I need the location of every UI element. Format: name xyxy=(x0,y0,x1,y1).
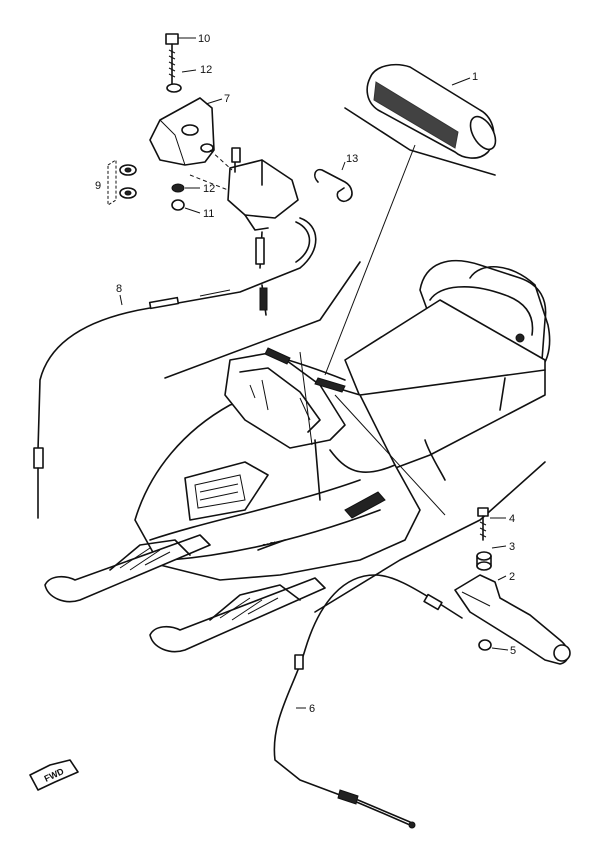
label-1: 1 xyxy=(472,71,478,83)
right-ski xyxy=(149,577,326,653)
lever-collar xyxy=(476,561,492,571)
lever-nut xyxy=(478,639,492,651)
hood xyxy=(134,379,421,581)
part-labels: 10 12 7 9 12 11 13 1 8 4 3 2 5 6 xyxy=(95,33,516,715)
callout-guides xyxy=(164,107,546,613)
lock-washer-top xyxy=(166,83,182,93)
bracket-bolt xyxy=(165,33,179,45)
label-7: 7 xyxy=(224,93,230,105)
label-9: 9 xyxy=(95,180,101,192)
label-3: 3 xyxy=(509,541,515,553)
label-11: 11 xyxy=(203,208,214,220)
clip xyxy=(313,168,353,203)
brake-cable xyxy=(273,574,463,829)
brake-lever-assembly xyxy=(454,507,571,665)
throttle-assembly xyxy=(107,33,353,231)
snowmobile-body: ~~ xyxy=(134,259,551,581)
fwd-arrow: FWD xyxy=(29,759,79,791)
throttle-housing xyxy=(227,159,299,219)
label-13: 13 xyxy=(346,153,358,165)
label-5: 5 xyxy=(510,645,516,657)
lock-washer-side xyxy=(171,183,185,193)
skis xyxy=(44,534,326,653)
grip xyxy=(366,63,497,159)
label-8: 8 xyxy=(116,283,122,295)
left-ski xyxy=(44,534,211,603)
label-6: 6 xyxy=(309,703,315,715)
label-10: 10 xyxy=(198,33,210,45)
label-12-side: 12 xyxy=(203,183,215,195)
bracket-washers xyxy=(107,159,137,206)
throttle-nut xyxy=(171,199,185,211)
lever-bolt xyxy=(477,507,489,517)
label-4: 4 xyxy=(509,513,515,525)
throttle-cable xyxy=(33,217,317,519)
label-2: 2 xyxy=(509,571,515,583)
side-vent xyxy=(344,491,386,519)
grab-rail xyxy=(469,266,551,371)
headlight xyxy=(184,461,269,521)
label-12-top: 12 xyxy=(200,64,212,76)
